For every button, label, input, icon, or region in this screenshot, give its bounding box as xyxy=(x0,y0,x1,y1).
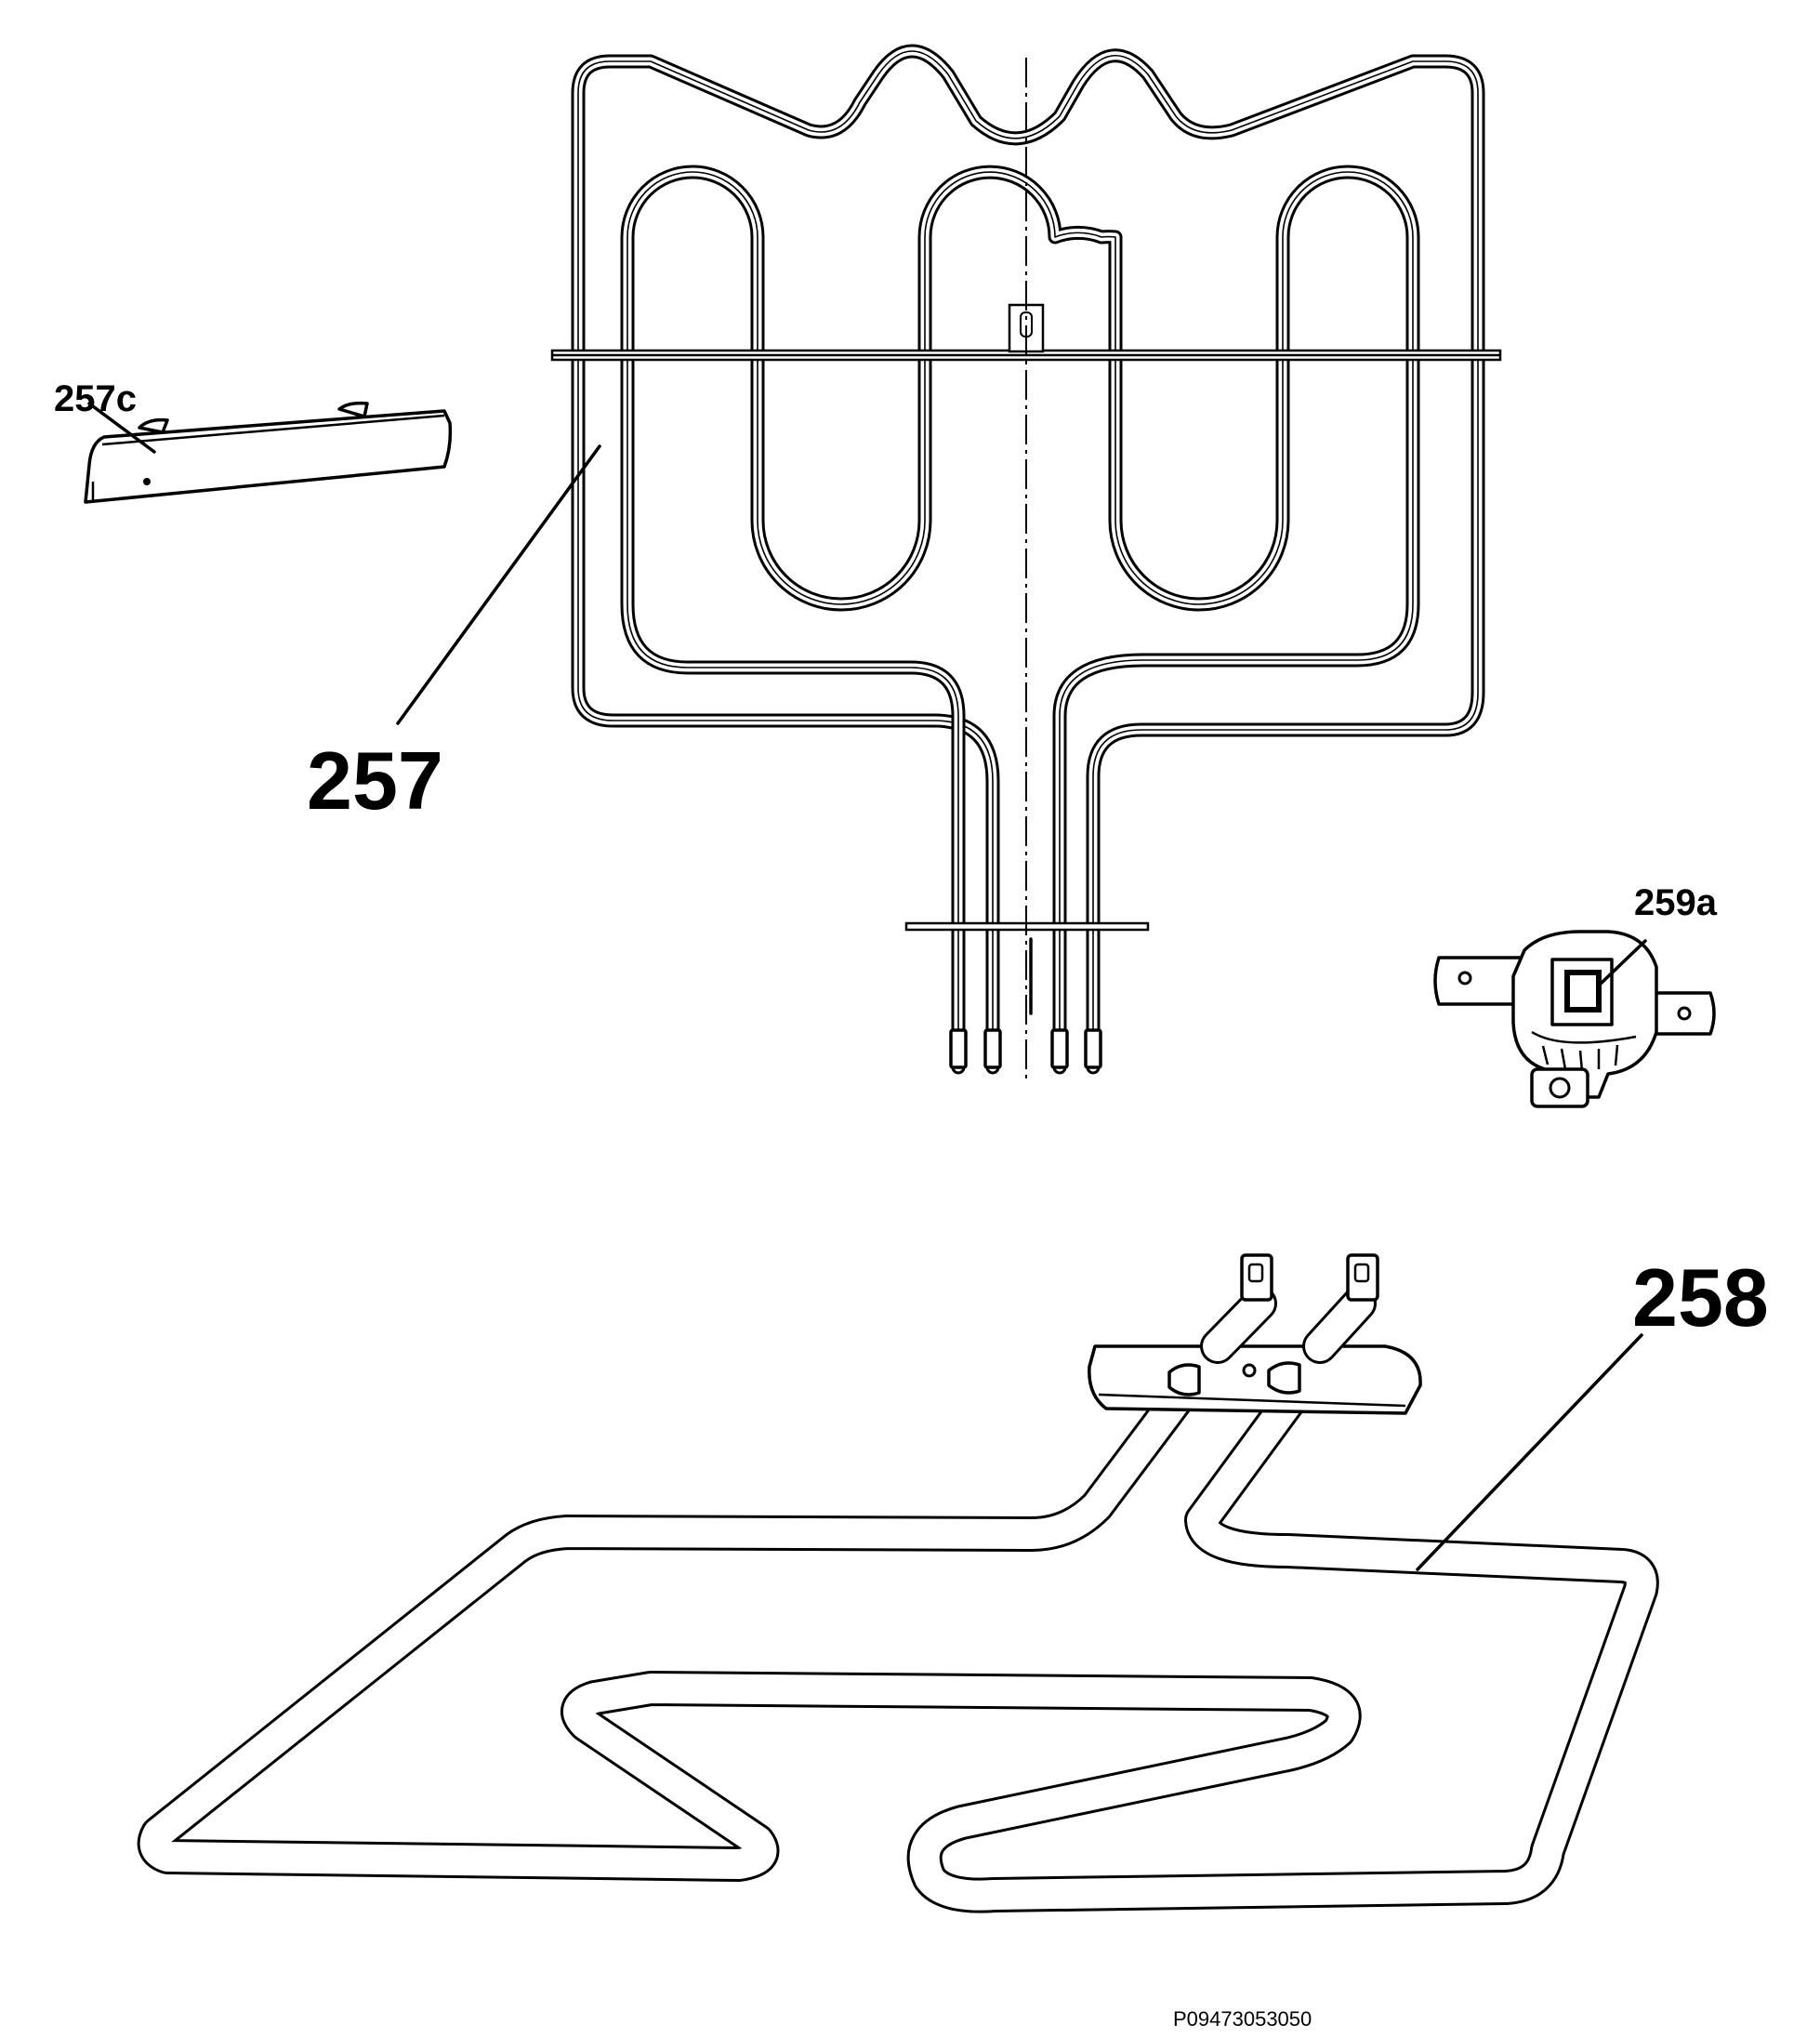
label-257: 257 xyxy=(307,734,443,827)
grill-element-outer-loop xyxy=(571,44,1485,1075)
bottom-element-plate xyxy=(1088,1344,1422,1415)
thermostat-259a xyxy=(1433,930,1716,1108)
grill-element-257 xyxy=(550,44,1502,1079)
leader-line-258 xyxy=(1416,1333,1643,1571)
label-257c: 257c xyxy=(54,378,137,419)
bottom-element-tube xyxy=(137,1358,1659,1913)
bottom-element-terminals xyxy=(1200,1253,1379,1364)
bottom-element-258 xyxy=(137,1253,1659,1913)
grill-element-terminals xyxy=(949,1028,1102,1069)
grill-element-inner-meander xyxy=(620,165,1420,1075)
label-258: 258 xyxy=(1632,1251,1769,1343)
cover-strip-257c xyxy=(84,401,453,504)
label-259a: 259a xyxy=(1634,882,1718,923)
drawing-code: P09473053050 xyxy=(1173,2007,1312,2031)
leader-lines xyxy=(396,444,1643,1571)
leader-line-257 xyxy=(396,444,601,725)
